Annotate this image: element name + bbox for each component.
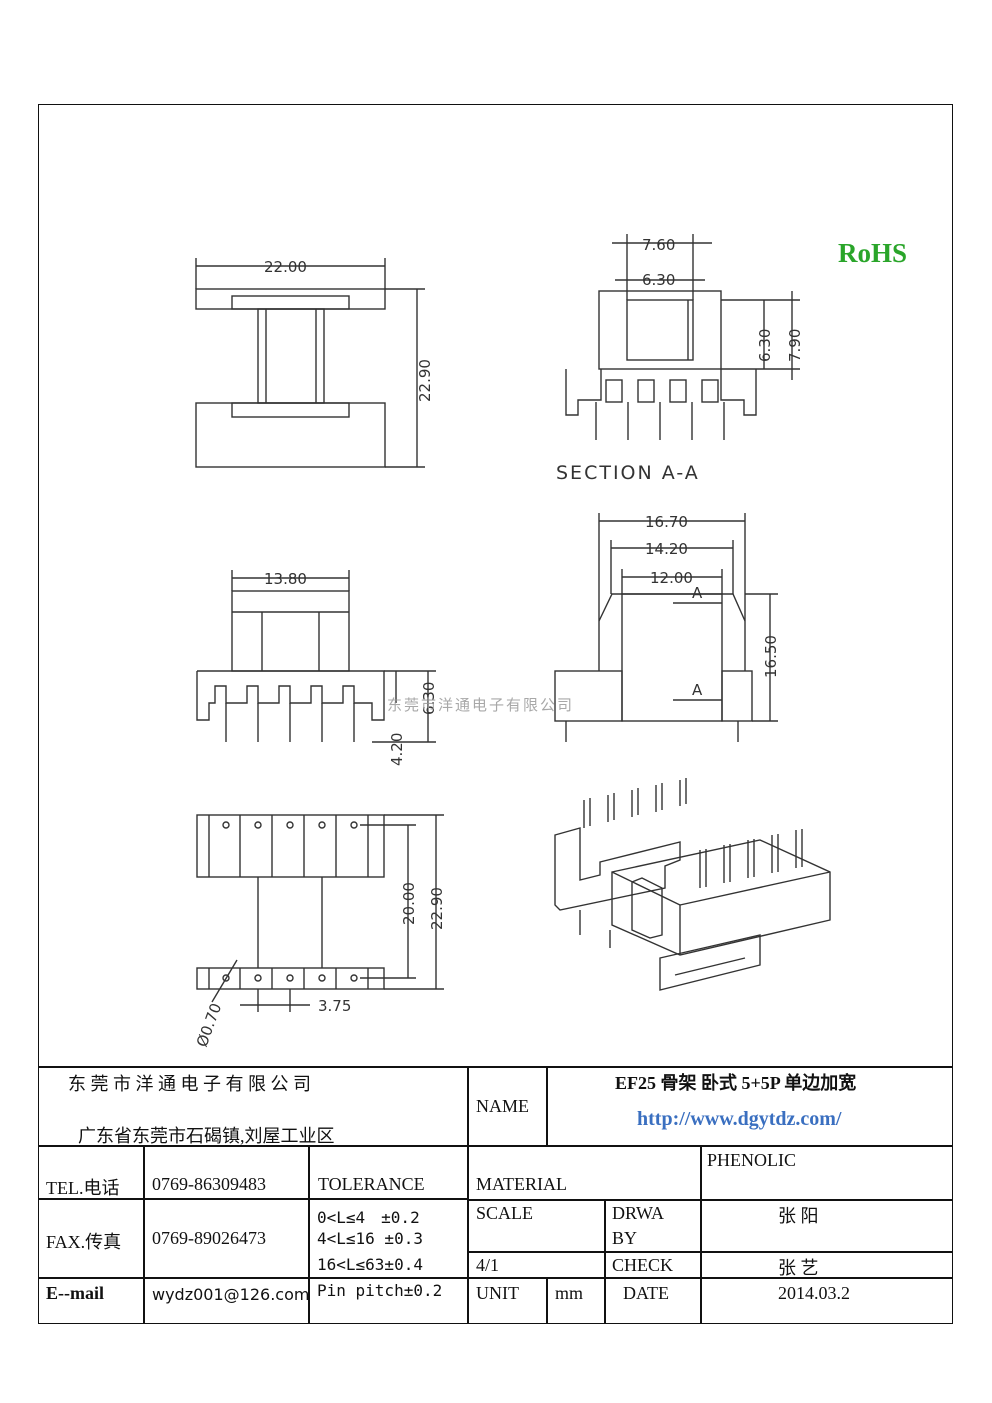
section-label: SECTION A-A [556,462,700,484]
part-name: EF25 骨架 卧式 5+5P 单边加宽 [615,1073,857,1093]
bottom-view [196,814,444,1012]
dim-pin-dia: Ø0.70 [193,1001,225,1050]
fax-label: FAX.传真 [46,1232,122,1252]
side-view [554,513,778,742]
dim-sec-v-outer: 7.90 [786,329,804,362]
technical-drawing: 22.00 22.90 7.60 6.30 6.30 7.90 SECTION … [193,234,831,1050]
dim-side-outer: 16.70 [645,513,688,531]
dim-sec-v-inner: 6.30 [756,329,774,362]
scale-label: SCALE [476,1203,534,1223]
dim-side-mid: 14.20 [645,540,688,558]
watermark: 东莞市洋通电子有限公司 [387,696,575,714]
section-marker-top: A [692,584,703,602]
unit-value: mm [555,1283,584,1303]
grid-line [467,1251,953,1253]
grid-line [38,1066,953,1068]
drawn-label: DRWA [612,1203,665,1223]
material-label: MATERIAL [476,1174,567,1194]
dim-side-height: 16.50 [762,635,780,678]
top-view [195,258,425,468]
tolerance-row: 4<L≤16 ±0.3 [317,1229,423,1248]
grid-line [546,1277,548,1324]
email-label: E--mail [46,1283,104,1303]
grid-line [38,1277,467,1279]
rohs-mark: RoHS [838,238,908,268]
dim-bottom-inner: 20.00 [400,882,418,925]
grid-line [38,1145,953,1147]
grid-line [467,1066,469,1324]
drawn-label: BY [612,1228,638,1248]
grid-line [546,1066,548,1146]
dim-pitch: 3.75 [318,997,351,1015]
section-view [565,234,800,440]
tolerance-row: 16<L≤63±0.4 [317,1255,423,1274]
drawn-by-value: 张 阳 [778,1206,819,1226]
dim-front-h1: 6.30 [420,682,438,715]
dim-front-width: 13.80 [264,570,307,588]
dim-bottom-outer: 22.90 [428,887,446,930]
grid-line [604,1199,606,1324]
email-value: wydz001@126.com [152,1285,310,1304]
check-label: CHECK [612,1255,674,1275]
company-address: 广东省东莞市石碣镇,刘屋工业区 [78,1126,335,1146]
dim-width-top: 22.00 [264,258,307,276]
tolerance-row: Pin pitch±0.2 [317,1281,443,1300]
website-link[interactable]: http://www.dgytdz.com/ [637,1108,842,1130]
name-label: NAME [476,1096,529,1116]
grid-line [38,1198,467,1200]
unit-label: UNIT [476,1283,519,1303]
grid-line [700,1145,702,1324]
drawing-frame [38,104,953,1324]
grid-line [467,1199,953,1201]
date-value: 2014.03.2 [778,1283,850,1303]
dim-sec-outer: 7.60 [642,236,675,254]
section-marker-bottom: A [692,681,703,699]
dim-front-pin: 4.20 [388,733,406,766]
dim-sec-inner: 6.30 [642,271,675,289]
company-name: 东 莞 市 洋 通 电 子 有 限 公 司 [68,1074,311,1094]
checked-by-value: 张 艺 [778,1258,819,1278]
tel-value: 0769-86309483 [152,1174,266,1194]
dim-height-top: 22.90 [416,359,434,402]
date-label: DATE [623,1283,669,1303]
front-view [196,570,436,743]
tolerance-label: TOLERANCE [318,1174,425,1194]
grid-line [143,1145,145,1324]
tolerance-row: 0<L≤4 ±0.2 [317,1208,420,1227]
dim-side-inner: 12.00 [650,569,693,587]
grid-line [308,1145,310,1324]
grid-line [467,1277,953,1279]
tel-label: TEL.电话 [46,1178,120,1198]
fax-value: 0769-89026473 [152,1228,266,1248]
material-value: PHENOLIC [707,1150,796,1170]
scale-value: 4/1 [476,1255,500,1275]
isometric-view [554,778,831,991]
